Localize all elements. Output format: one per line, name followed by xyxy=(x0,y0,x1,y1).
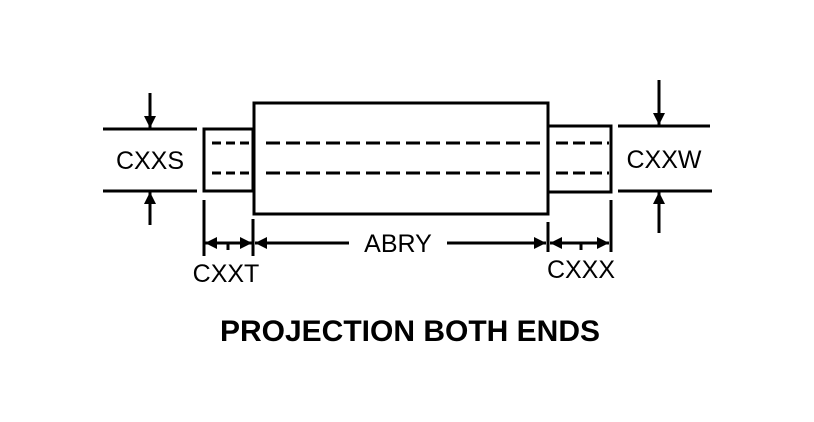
diagram-title: PROJECTION BOTH ENDS xyxy=(220,315,600,348)
label-cxxw: CXXW xyxy=(627,146,702,174)
left-shaft xyxy=(202,127,255,193)
label-cxxt: CXXT xyxy=(193,260,260,288)
label-abry: ABRY xyxy=(364,230,432,258)
label-cxxs: CXXS xyxy=(116,147,184,175)
right-shaft xyxy=(546,124,613,194)
main-body xyxy=(252,101,550,216)
hidden-bore-lines xyxy=(212,141,609,175)
label-cxxx: CXXX xyxy=(547,256,615,284)
